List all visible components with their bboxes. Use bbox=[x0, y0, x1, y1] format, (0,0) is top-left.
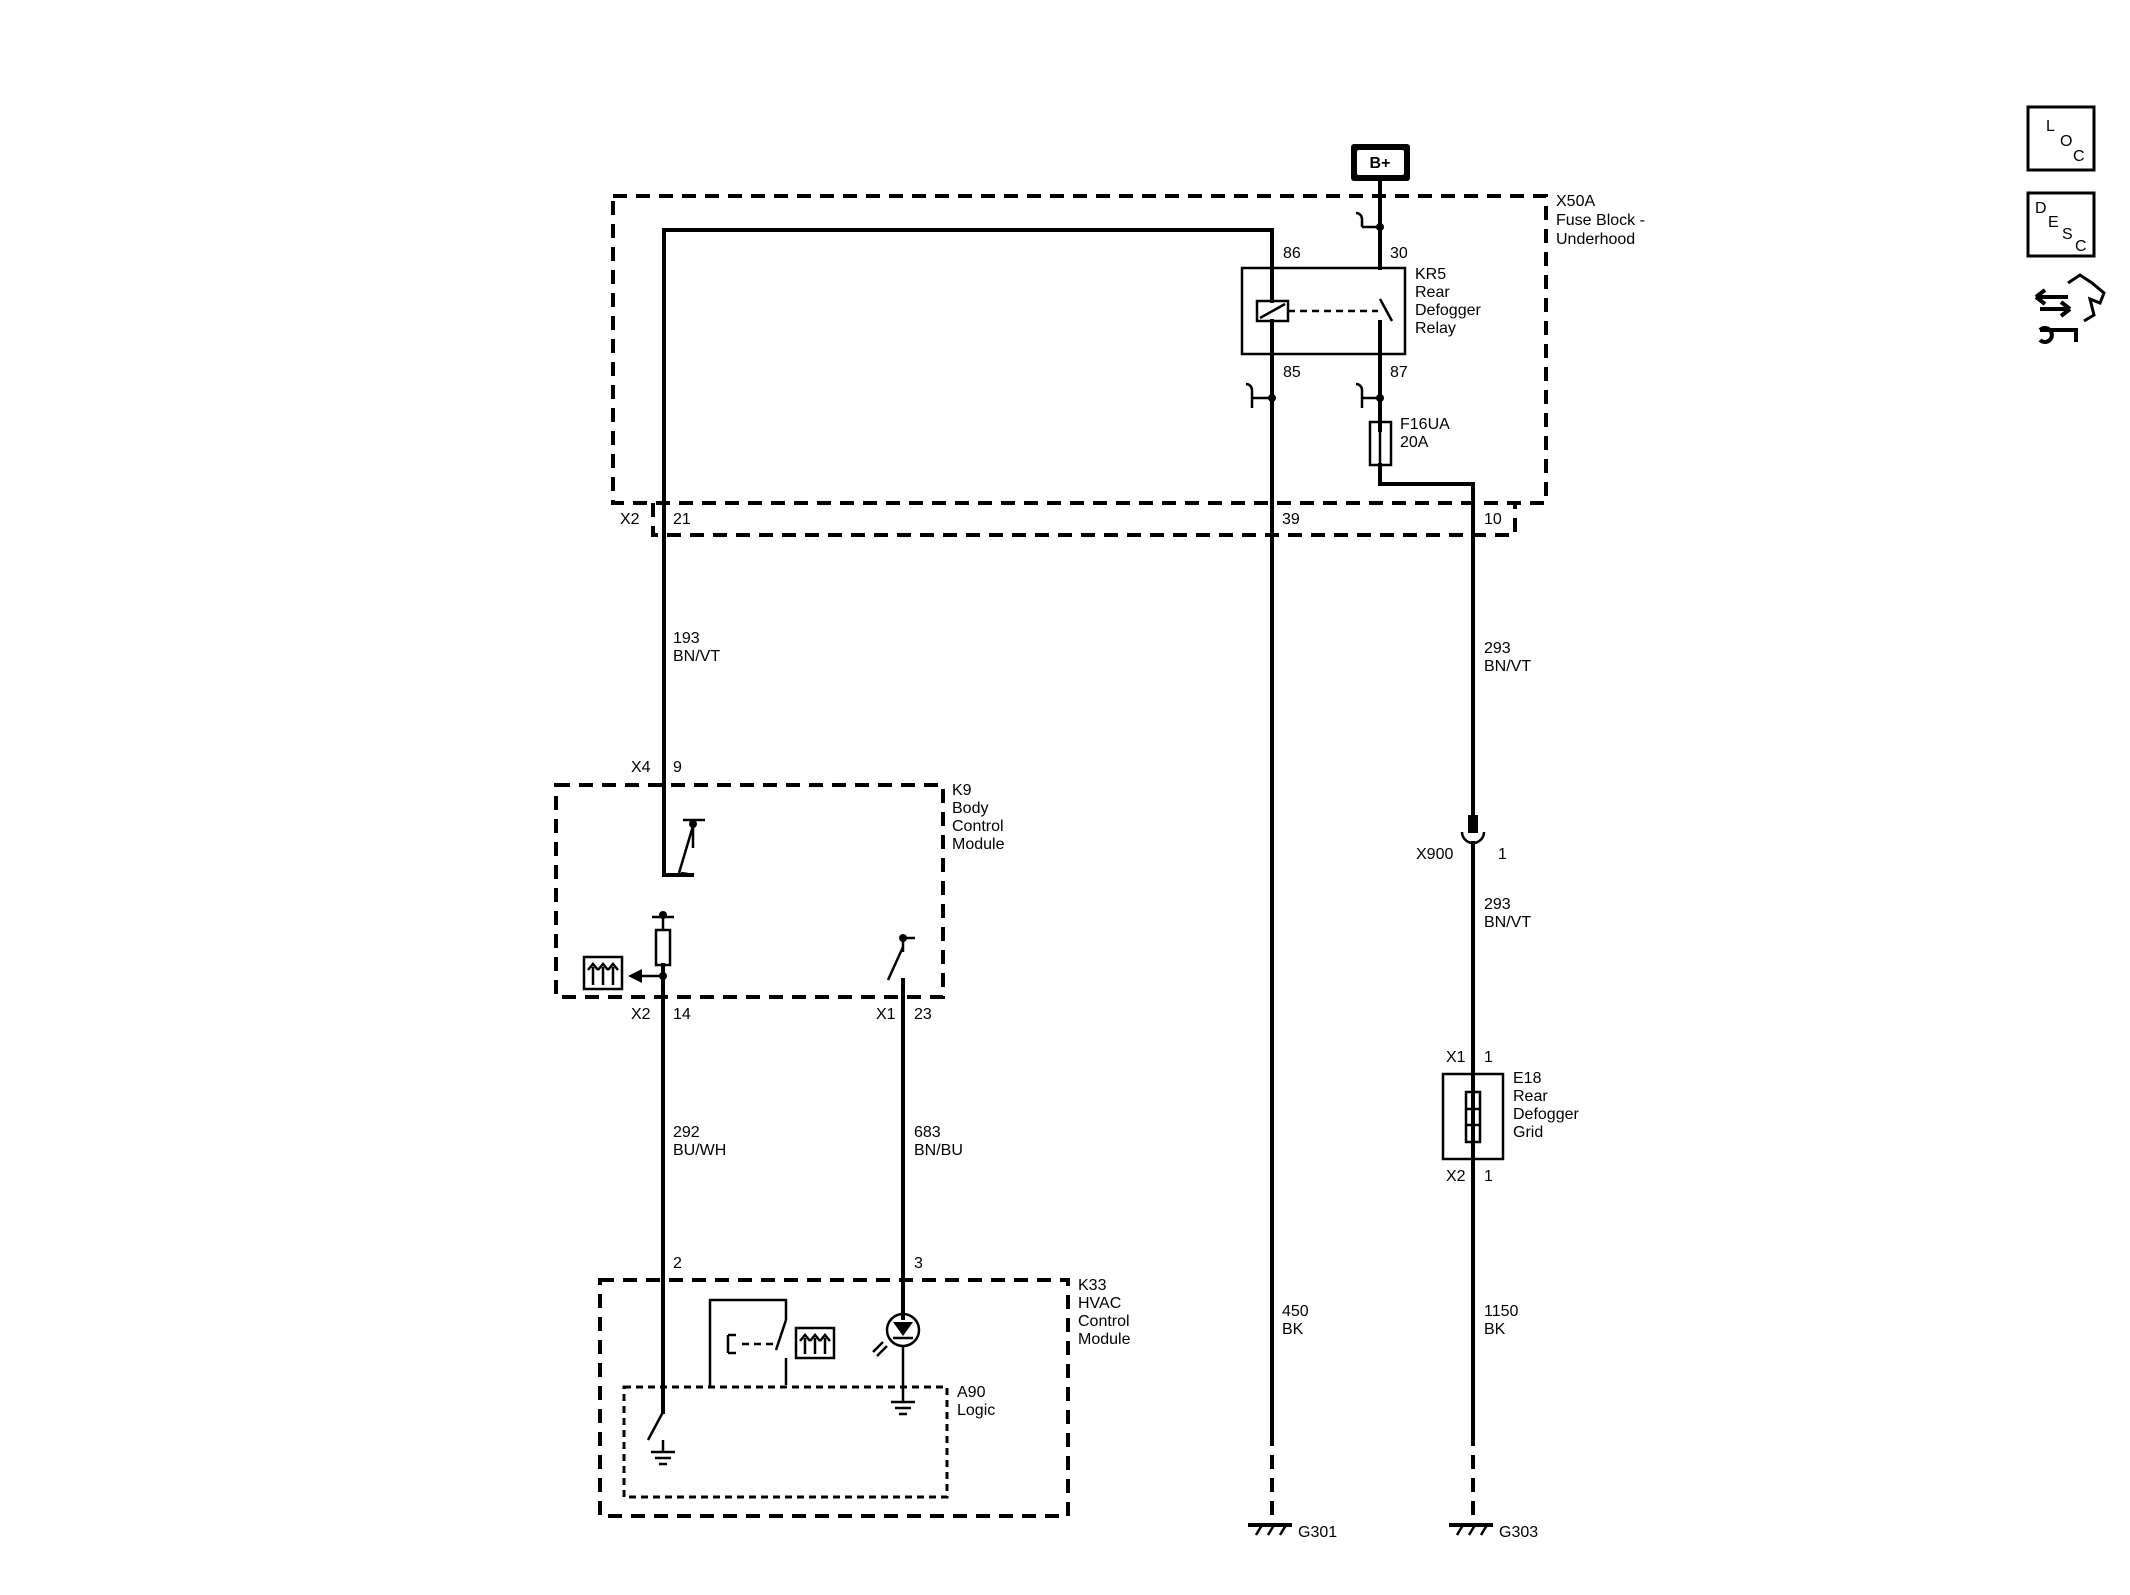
bcm-name-2: Control bbox=[952, 818, 1004, 835]
bcm-pin-a: 14 bbox=[673, 1006, 691, 1023]
fuse-rating: 20A bbox=[1400, 434, 1429, 451]
wire-1150-color: BK bbox=[1484, 1321, 1506, 1338]
loc-button[interactable]: L O C bbox=[2026, 105, 2096, 172]
bcm-pin-b: 23 bbox=[914, 1006, 932, 1023]
bcm-name-1: Body bbox=[952, 800, 988, 817]
rear-defog-icon-bcm bbox=[582, 955, 624, 991]
wire-450-color: BK bbox=[1282, 1321, 1304, 1338]
wire-293a-color: BN/VT bbox=[1484, 658, 1531, 675]
desc-letter-e: E bbox=[2048, 214, 2059, 231]
wire-292-color: BU/WH bbox=[673, 1142, 726, 1159]
wire-293b-circuit: 293 bbox=[1484, 896, 1511, 913]
rear-defog-icon-hvac bbox=[794, 1326, 836, 1360]
fuse-id: F16UA bbox=[1400, 416, 1450, 433]
desc-button[interactable]: D E S C bbox=[2026, 191, 2096, 258]
fuse-block-name-1: Fuse Block - bbox=[1556, 212, 1645, 229]
hvac-pin-b: 3 bbox=[914, 1255, 923, 1272]
inline-connector-pin: 1 bbox=[1498, 846, 1507, 863]
loc-letter-c: C bbox=[2073, 148, 2085, 165]
grid-id: E18 bbox=[1513, 1070, 1542, 1087]
desc-letter-s: S bbox=[2062, 226, 2073, 243]
ground-g301: G301 bbox=[1248, 1432, 1337, 1541]
hvac-name-2: Control bbox=[1078, 1313, 1130, 1330]
desc-letter-d: D bbox=[2035, 200, 2047, 217]
relay-name-2: Defogger bbox=[1415, 302, 1481, 319]
grid-connector-top: X1 bbox=[1446, 1049, 1466, 1066]
loc-letter-o: O bbox=[2060, 133, 2072, 150]
logic-id: A90 bbox=[957, 1384, 986, 1401]
wire-450-circuit: 450 bbox=[1282, 1303, 1309, 1320]
rear-defogger-grid-e18: X1 1 X2 1 E18 Rear Defogger Grid bbox=[1441, 1049, 1579, 1185]
logic-a90: A90 Logic bbox=[622, 1384, 995, 1499]
relay-pin-30: 30 bbox=[1390, 245, 1408, 262]
body-control-module-k9: X4 9 K9 Body Control Module X2 14 X1 23 bbox=[554, 759, 1005, 1023]
fuse-block-name-2: Underhood bbox=[1556, 231, 1635, 248]
inline-connector-id: X900 bbox=[1416, 846, 1453, 863]
relay-name-3: Relay bbox=[1415, 320, 1456, 337]
wire-1150-circuit: 1150 bbox=[1484, 1303, 1519, 1320]
fuse-f16ua: F16UA 20A bbox=[1368, 416, 1475, 817]
wire-193-color: BN/VT bbox=[673, 648, 720, 665]
bcm-name-3: Module bbox=[952, 836, 1005, 853]
bcm-pin-top: 9 bbox=[673, 759, 682, 776]
fuse-block-pin-10: 10 bbox=[1484, 511, 1502, 528]
fuse-block-id: X50A bbox=[1556, 193, 1595, 210]
wire-293a-circuit: 293 bbox=[1484, 640, 1511, 657]
relay-pin-85: 85 bbox=[1283, 364, 1301, 381]
grid-connector-bottom: X2 bbox=[1446, 1168, 1466, 1185]
relay-pin-86: 86 bbox=[1283, 245, 1301, 262]
inline-connector-x900: X900 1 bbox=[1416, 815, 1507, 1432]
hvac-name-1: HVAC bbox=[1078, 1295, 1121, 1312]
ground-g301-label: G301 bbox=[1298, 1524, 1337, 1541]
power-label: B+ bbox=[1370, 155, 1391, 172]
hvac-name-3: Module bbox=[1078, 1331, 1131, 1348]
loc-letter-l: L bbox=[2046, 118, 2055, 135]
wire-683-circuit: 683 bbox=[914, 1124, 941, 1141]
fuse-block-internal-wiring bbox=[662, 179, 1384, 1432]
wire-193-circuit: 193 bbox=[673, 630, 700, 647]
fuse-block-pin-21: 21 bbox=[673, 511, 691, 528]
battery-power-source: B+ bbox=[1351, 144, 1410, 181]
grid-name-2: Defogger bbox=[1513, 1106, 1579, 1123]
logic-label: Logic bbox=[957, 1402, 995, 1419]
fuse-block-pin-39: 39 bbox=[1282, 511, 1300, 528]
desc-letter-c: C bbox=[2075, 238, 2087, 255]
relay-kr5: 86 30 85 87 KR5 Rear Defogger Relay bbox=[1240, 245, 1481, 381]
bcm-id: K9 bbox=[952, 782, 972, 799]
relay-pin-87: 87 bbox=[1390, 364, 1408, 381]
grid-name-1: Rear bbox=[1513, 1088, 1548, 1105]
hvac-pin-a: 2 bbox=[673, 1255, 682, 1272]
hvac-id: K33 bbox=[1078, 1277, 1107, 1294]
hvac-control-module-k33: 2 3 K33 HVAC Control Module bbox=[598, 1255, 1131, 1518]
grid-pin-bottom: 1 bbox=[1484, 1168, 1493, 1185]
wire-683-color: BN/BU bbox=[914, 1142, 963, 1159]
grid-pin-top: 1 bbox=[1484, 1049, 1493, 1066]
ground-g303-label: G303 bbox=[1499, 1524, 1538, 1541]
connector-pinout-icon[interactable] bbox=[2034, 273, 2106, 344]
relay-id: KR5 bbox=[1415, 266, 1446, 283]
grid-name-3: Grid bbox=[1513, 1124, 1543, 1141]
bcm-connector-a: X2 bbox=[631, 1006, 651, 1023]
bcm-connector-top: X4 bbox=[631, 759, 651, 776]
fuse-block-connector: X2 bbox=[620, 511, 640, 528]
ground-g303: G303 bbox=[1449, 1432, 1538, 1541]
wire-293b-color: BN/VT bbox=[1484, 914, 1531, 931]
fuse-block-x50a: X50A Fuse Block - Underhood X2 21 39 10 bbox=[611, 193, 1645, 537]
relay-name-1: Rear bbox=[1415, 284, 1450, 301]
bcm-connector-b: X1 bbox=[876, 1006, 896, 1023]
wire-292-circuit: 292 bbox=[673, 1124, 700, 1141]
